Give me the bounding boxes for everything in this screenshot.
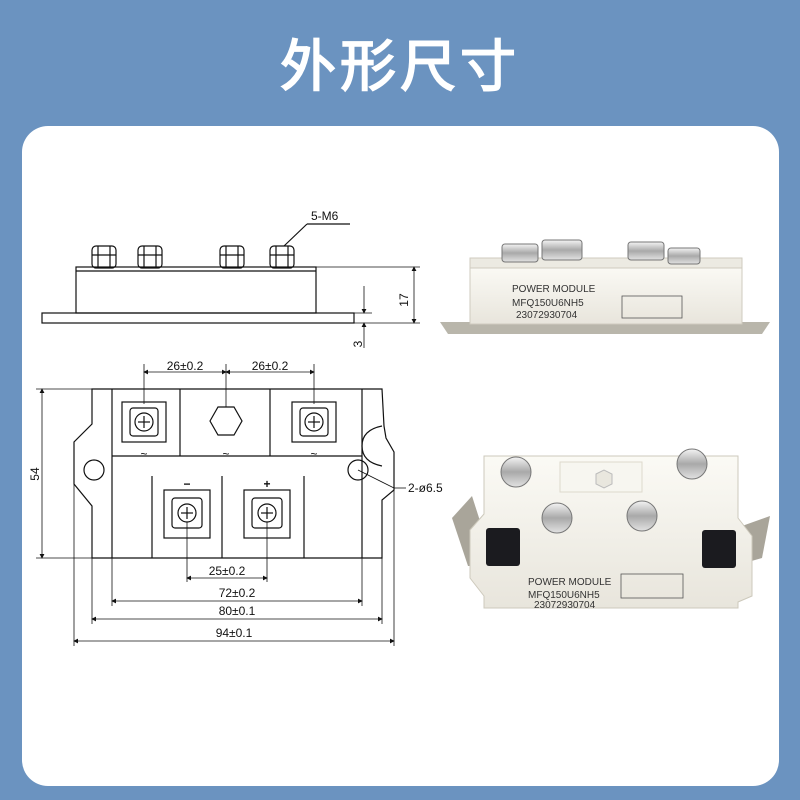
- dc-spacing-label: 25±0.2: [209, 564, 246, 578]
- hole-spec-label: 2-ø6.5: [408, 481, 443, 495]
- mount-hole-left: [83, 459, 105, 481]
- product-photo-side: POWER MODULE MFQ150U6NH5 23072930704: [440, 239, 770, 334]
- photo2-serial: 23072930704: [534, 600, 596, 611]
- photo1-model: MFQ150U6NH5: [512, 298, 584, 309]
- photo2-brand: POWER MODULE: [528, 577, 612, 588]
- top-view-drawing: [36, 364, 406, 646]
- side-bolt: [219, 245, 245, 269]
- thickness-dim-label: 3: [351, 340, 365, 347]
- content-card: 5-M6 17 3: [22, 126, 779, 786]
- product-photo-top: POWER MODULE MFQ150U6NH5 23072930704: [452, 448, 770, 611]
- terminal-ac1-label: ~: [140, 447, 147, 461]
- photo2-model: MFQ150U6NH5: [528, 590, 600, 601]
- terminal-ac2-label: ~: [222, 447, 229, 461]
- terminal-plus-label: +: [263, 477, 270, 491]
- module-height-label: 54: [28, 467, 42, 481]
- width-80-label: 80±0.1: [219, 604, 256, 618]
- terminal-spacing-left: 26±0.2: [167, 359, 204, 373]
- side-bolt: [137, 245, 163, 269]
- mount-hole-right: [347, 459, 369, 481]
- photo1-serial: 23072930704: [516, 310, 578, 321]
- page-title: 外形尺寸: [280, 35, 520, 100]
- terminal-spacing-right: 26±0.2: [252, 359, 289, 373]
- side-view-drawing: [41, 223, 420, 348]
- side-bolt: [269, 245, 295, 269]
- terminal-minus-label: −: [183, 477, 190, 491]
- bolt-spec-label: 5-M6: [311, 209, 339, 223]
- photo1-brand: POWER MODULE: [512, 284, 596, 295]
- width-72-label: 72±0.2: [219, 586, 256, 600]
- terminal-ac3-label: ~: [310, 447, 317, 461]
- side-bolt: [91, 245, 117, 269]
- height-dim-label: 17: [397, 293, 411, 307]
- dimension-drawing: 5-M6 17 3: [28, 209, 770, 646]
- width-94-label: 94±0.1: [216, 626, 253, 640]
